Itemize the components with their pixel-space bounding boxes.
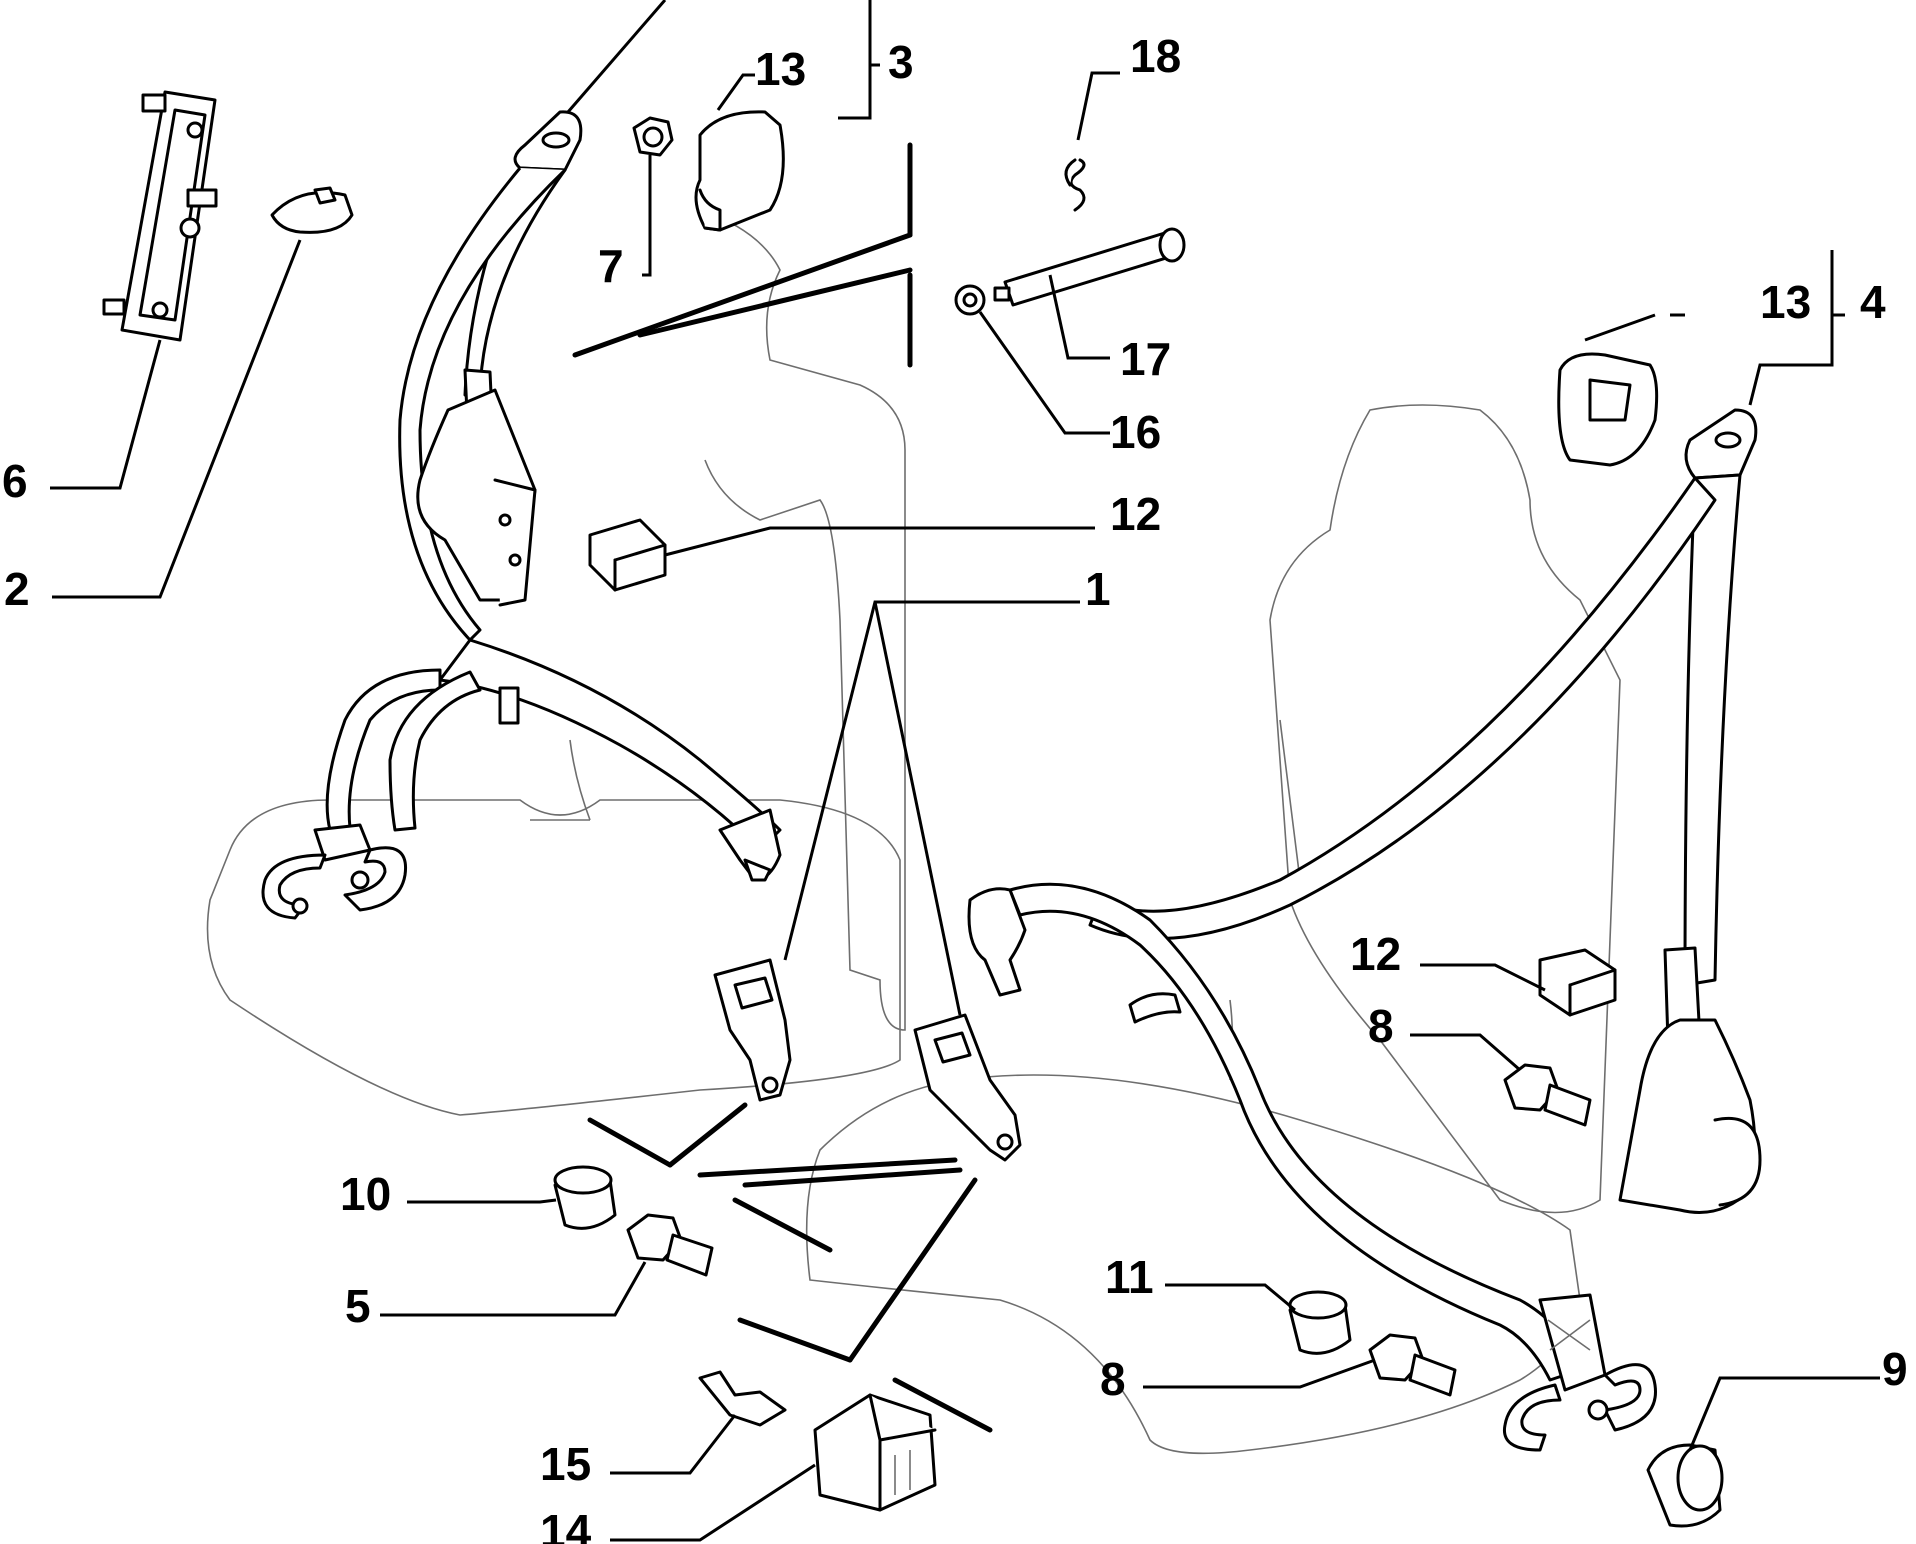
callout-18: 18: [1130, 30, 1181, 82]
callout-8-upper: 8: [1368, 1000, 1394, 1052]
callout-6: 6: [2, 455, 28, 507]
upper-trim-cover-right: [1557, 352, 1659, 467]
spacer-block-right: [1538, 948, 1617, 1017]
callout-12-right: 12: [1350, 928, 1401, 980]
trim-cap: [270, 186, 354, 234]
buckle-stalk-right: [913, 1013, 1022, 1162]
bushing-left: [553, 1165, 617, 1230]
height-adjuster-rail: [102, 90, 218, 342]
mounting-bracket: [698, 1370, 787, 1427]
callout-10: 10: [340, 1168, 391, 1220]
callout-17: 17: [1120, 333, 1171, 385]
buckle-stalk-left: [713, 958, 792, 1102]
callout-4: 4: [1860, 276, 1886, 328]
anchor-reference-lines: [572, 142, 993, 1433]
upper-trim-cover-left: [694, 110, 785, 232]
callout-13-right: 13: [1760, 276, 1811, 328]
callout-13-left: 13: [755, 43, 806, 95]
spacer-sleeve: [1646, 1443, 1724, 1528]
left-seat-back-outline: [699, 209, 906, 1031]
bushing-right: [1288, 1290, 1352, 1355]
callout-9: 9: [1882, 1343, 1908, 1395]
left-seat-inner-line: [530, 739, 591, 821]
callout-11: 11: [1105, 1251, 1154, 1303]
callout-14: 14: [540, 1505, 592, 1544]
right-seat-belt-assembly: [967, 408, 1762, 1452]
left-seat-belt-assembly: [261, 110, 782, 920]
nut: [632, 116, 674, 157]
callout-5: 5: [345, 1280, 371, 1332]
bolt-lower-right: [1368, 1333, 1457, 1397]
washer-nut: [954, 284, 986, 316]
bolt-upper-right: [1503, 1063, 1592, 1127]
callout-15: 15: [540, 1438, 591, 1490]
bolt-left: [626, 1213, 714, 1277]
callout-numbers: 1 2 3 4 5 6 7 8 8 9 10 11 12 12 13 13 14…: [2, 30, 1908, 1544]
leader-lines: [50, 0, 1880, 1542]
callout-16: 16: [1110, 406, 1161, 458]
callout-2: 2: [4, 563, 30, 615]
callout-8-lower: 8: [1100, 1353, 1126, 1405]
callout-3: 3: [888, 36, 914, 88]
shaft-pin: [993, 227, 1186, 307]
callout-12-left: 12: [1110, 488, 1161, 540]
callout-1: 1: [1085, 563, 1111, 615]
spacer-block-left: [588, 518, 667, 592]
buckle-housing: [813, 1393, 937, 1512]
retaining-clip: [1064, 158, 1086, 212]
callout-7: 7: [598, 240, 624, 292]
left-seat-cushion-outline: [206, 799, 901, 1116]
